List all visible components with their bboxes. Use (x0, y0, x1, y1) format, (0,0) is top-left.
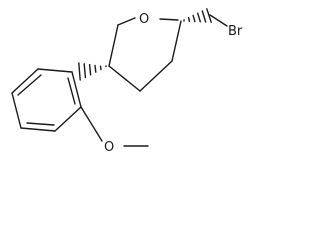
ring-oxygen-label: O (139, 12, 149, 27)
hashed-wedge-bond-c5-aryl (78, 62, 107, 81)
hashed-wedge-bond-c2-ch2 (183, 8, 212, 23)
bond-o1-c2 (159, 18, 179, 21)
double-bond-inner-3 (67, 77, 76, 105)
methoxy-oxygen-label: O (104, 140, 114, 155)
bond-c2-c3 (171, 20, 182, 62)
bond-c3-c4 (139, 60, 173, 92)
bond-c4-c5 (108, 65, 141, 92)
bromine-label: Br (228, 24, 243, 39)
bond-ar4-ar5 (20, 127, 56, 132)
double-bond-inner-1 (17, 74, 42, 96)
bond-ar2-ar3 (11, 68, 39, 94)
benzene-ring (11, 68, 82, 132)
chemical-structure: O Br O (11, 8, 243, 155)
bond-ar1-ar2 (37, 68, 73, 73)
bond-c5-c6 (108, 24, 119, 67)
bond-ar5-ar6 (54, 106, 82, 132)
bond-c6-o1 (117, 17, 136, 26)
double-bond-inner-2 (26, 122, 55, 126)
bond-ar6-methoxy-o (80, 106, 103, 142)
bond-ar6-ar1 (71, 71, 82, 108)
bond-ch2-br (209, 14, 228, 27)
tetrahydropyran-ring (108, 17, 182, 92)
bond-ar3-ar4 (11, 92, 22, 129)
